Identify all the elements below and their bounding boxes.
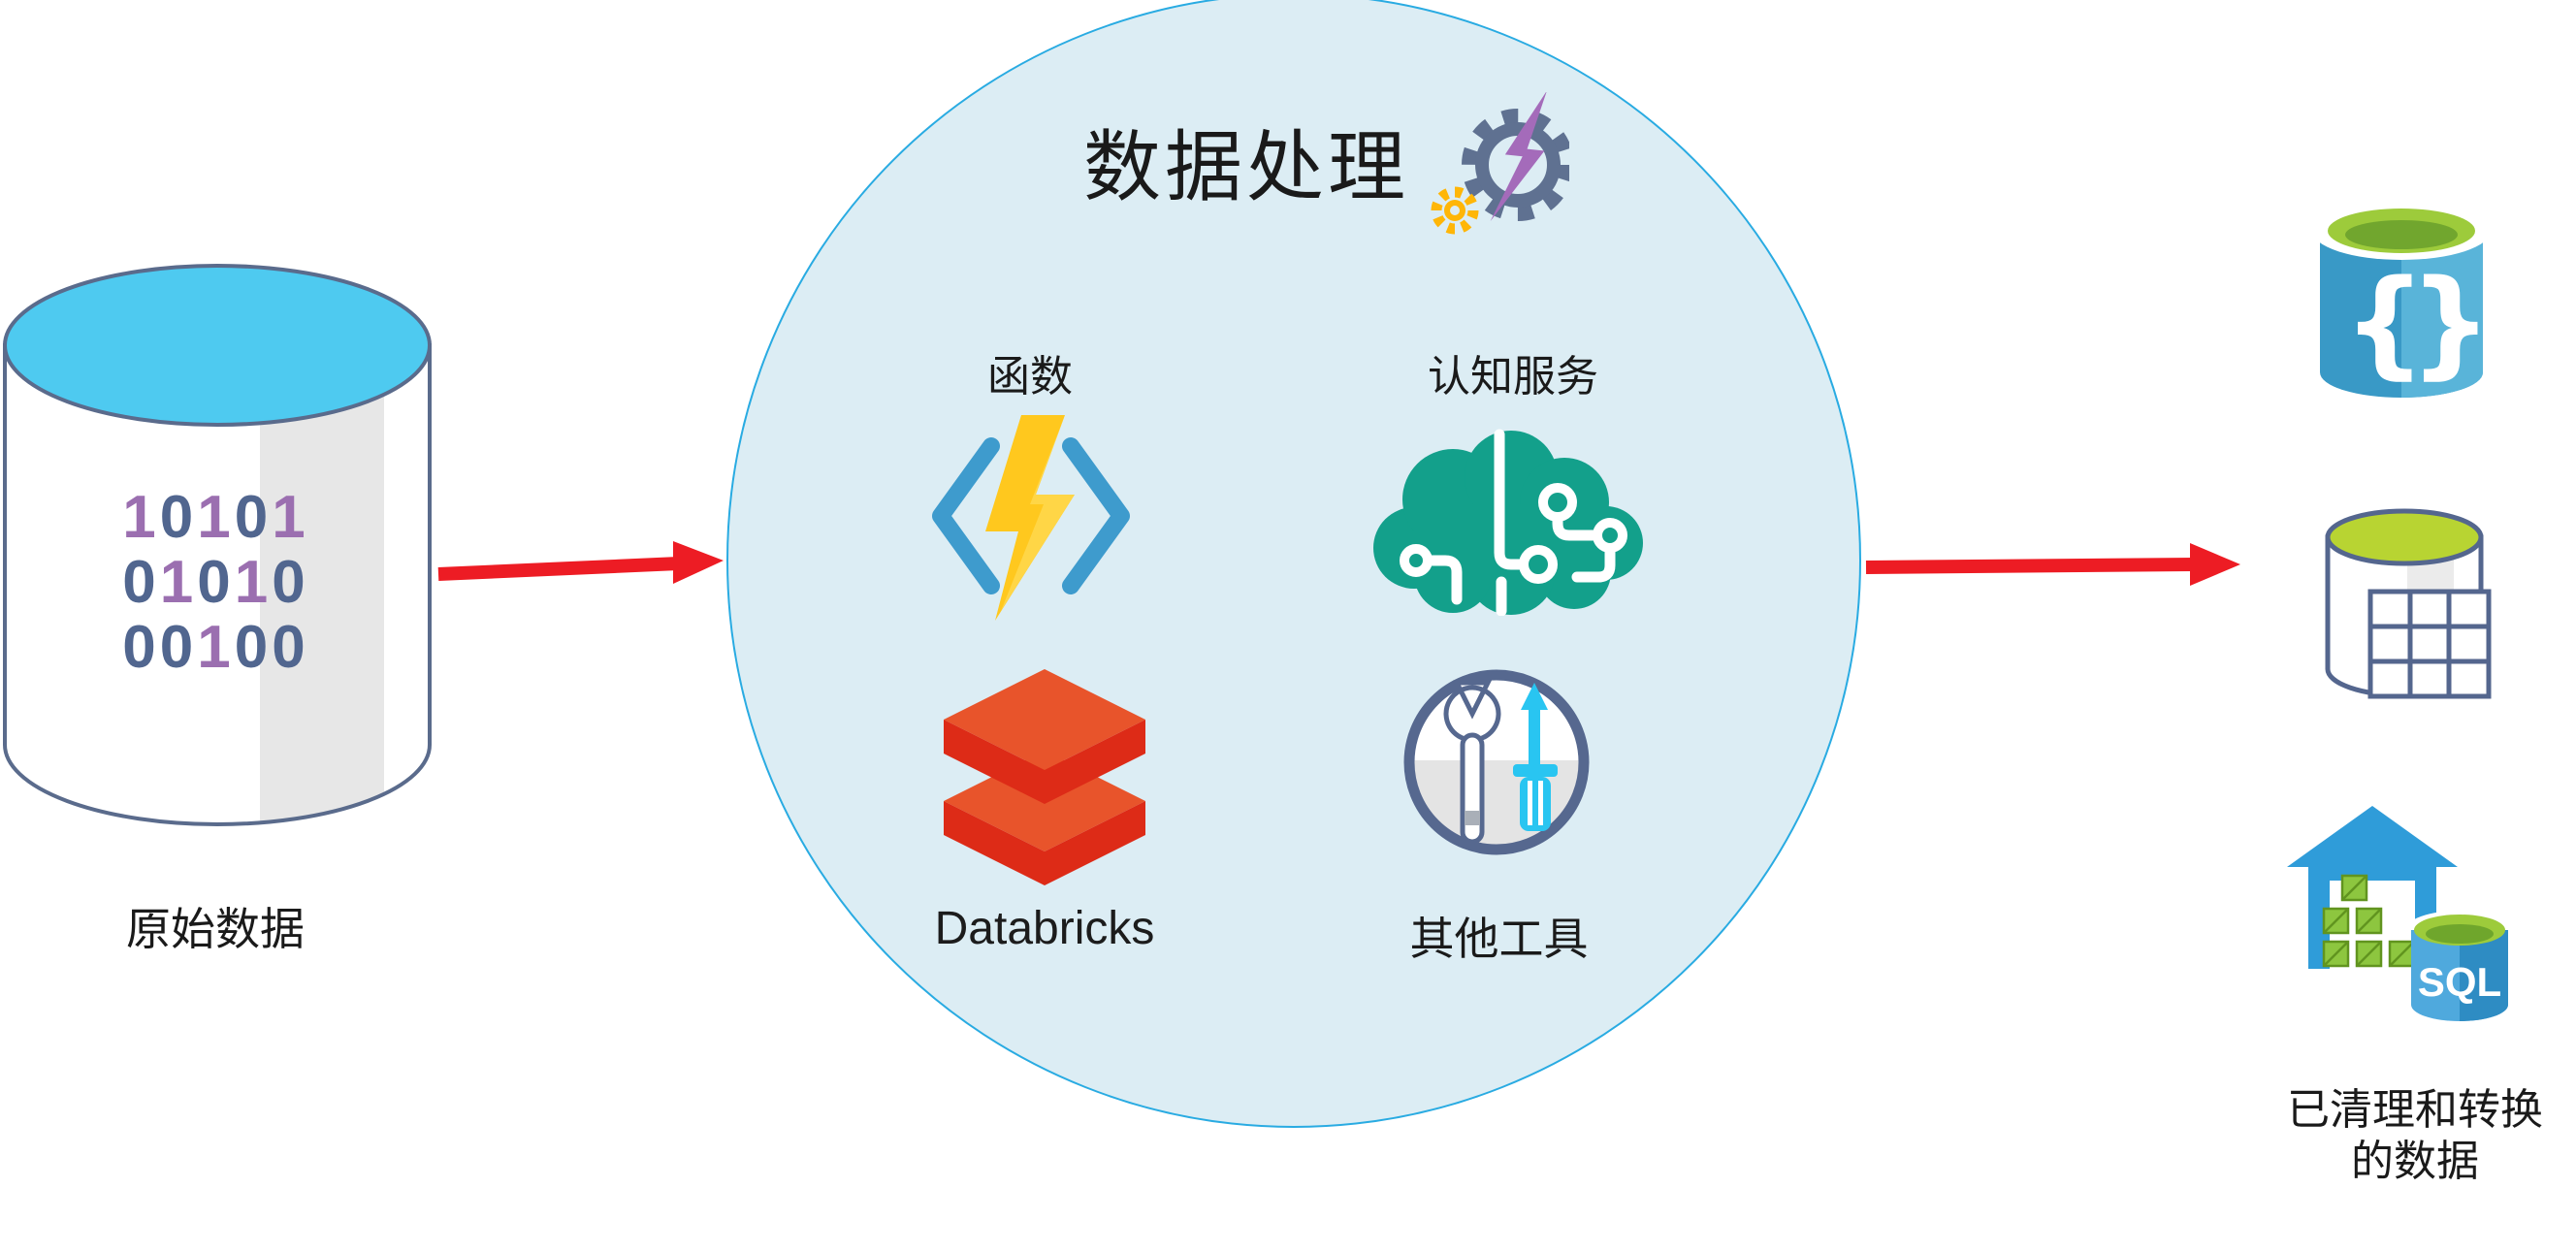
binary-digit: 0	[272, 549, 309, 616]
cognitive-services-label: 认知服务	[1428, 353, 1598, 401]
binary-digit: 1	[122, 484, 160, 551]
output-label-line2: 的数据	[2351, 1138, 2479, 1185]
databricks-label: Databricks	[934, 903, 1155, 954]
databricks-icon	[944, 669, 1145, 885]
cosmos-db-icon: { }	[2312, 202, 2492, 403]
binary-row: 01010	[29, 550, 402, 615]
gears-icon	[1431, 92, 1569, 235]
arrow-left	[437, 541, 724, 584]
binary-digit: 0	[122, 549, 160, 616]
cognitive-services-icon	[1373, 429, 1643, 616]
cosmos-brace-right: }	[2409, 256, 2492, 391]
functions-label: 函数	[987, 353, 1073, 401]
arrow-right	[1865, 543, 2240, 586]
binary-digit: 1	[197, 484, 235, 551]
binary-digit: 0	[234, 614, 273, 681]
binary-row: 00100	[29, 615, 402, 680]
sql-data-warehouse-icon: SQL	[2287, 806, 2514, 1021]
processing-title: 数据处理	[1083, 124, 1409, 210]
binary-digit: 1	[159, 549, 198, 616]
cosmos-brace-left: {	[2343, 256, 2426, 391]
binary-digit: 0	[159, 614, 198, 681]
sql-database-icon	[2325, 508, 2492, 699]
sql-text: SQL	[2418, 959, 2501, 1005]
binary-row: 10101	[29, 485, 402, 550]
binary-digit: 0	[122, 614, 160, 681]
processing-circle	[726, 0, 1861, 1128]
binary-digit: 1	[197, 614, 235, 681]
output-label: 已清理和转换 的数据	[2270, 1084, 2560, 1187]
binary-digit: 0	[159, 484, 198, 551]
output-label-line1: 已清理和转换	[2287, 1086, 2543, 1134]
source-label: 原始数据	[126, 904, 305, 954]
binary-digit: 0	[234, 484, 273, 551]
binary-digit: 0	[197, 549, 235, 616]
binary-digit: 1	[272, 484, 309, 551]
other-tools-icon	[1403, 669, 1590, 855]
azure-functions-icon	[932, 415, 1130, 621]
binary-digit: 1	[234, 549, 273, 616]
raw-data-cylinder-icon	[3, 264, 432, 826]
binary-digit: 0	[272, 614, 309, 681]
other-tools-label: 其他工具	[1409, 914, 1589, 964]
binary-data-text: 10101 01010 00100	[29, 485, 402, 680]
